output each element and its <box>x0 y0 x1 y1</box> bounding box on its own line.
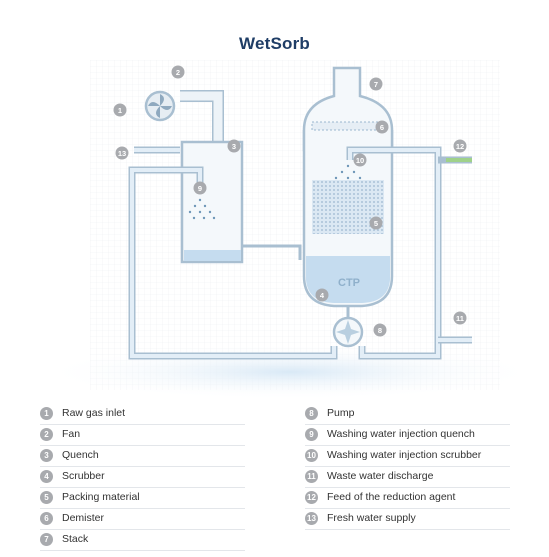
legend-item: 9 Washing water injection quench <box>305 425 510 446</box>
pump-impeller <box>336 320 360 344</box>
legend-number-badge: 11 <box>305 470 318 483</box>
legend-label: Fresh water supply <box>327 512 416 524</box>
circulation-pipe-inner <box>130 168 336 358</box>
svg-text:2: 2 <box>176 68 180 77</box>
legend-label: Washing water injection quench <box>327 428 475 440</box>
svg-text:12: 12 <box>456 142 464 151</box>
fan-blades <box>148 94 172 118</box>
marker-13: 13 <box>115 146 129 160</box>
legend-label: Quench <box>62 449 99 461</box>
legend-label: Fan <box>62 428 81 440</box>
legend: 1 Raw gas inlet 2 Fan 3 Quench 4 Scrubber 5 Packi… <box>40 404 510 552</box>
marker-7: 7 <box>369 77 383 91</box>
legend-number-badge: 4 <box>40 470 53 483</box>
legend-item: 13 Fresh water supply <box>305 509 510 530</box>
legend-number-badge: 3 <box>40 449 53 462</box>
svg-text:3: 3 <box>232 142 236 151</box>
legend-label: Raw gas inlet <box>62 407 126 419</box>
marker-3: 3 <box>227 139 241 153</box>
marker-1: 1 <box>113 103 127 117</box>
svg-text:13: 13 <box>118 149 126 158</box>
fan-icon <box>144 90 176 122</box>
marker-6: 6 <box>375 120 389 134</box>
sump-water <box>306 256 390 276</box>
legend-item: 4 Scrubber <box>40 467 245 488</box>
svg-text:8: 8 <box>378 326 382 335</box>
legend-number-badge: 1 <box>40 407 53 420</box>
legend-column-left: 1 Raw gas inlet 2 Fan 3 Quench 4 Scrubber 5 Packi… <box>40 404 245 551</box>
legend-item: 5 Packing material <box>40 488 245 509</box>
legend-item: 7 Stack <box>40 530 245 551</box>
marker-11: 11 <box>453 311 467 325</box>
marker-5: 5 <box>369 216 383 230</box>
legend-number-badge: 12 <box>305 491 318 504</box>
floor-glow <box>40 344 540 400</box>
quench-vessel <box>180 140 244 264</box>
marker-8: 8 <box>373 323 387 337</box>
legend-number-badge: 5 <box>40 491 53 504</box>
scrubber-spray <box>334 164 362 180</box>
ctp-logo: CTP <box>338 277 360 289</box>
recirculation-pipe-inner <box>348 148 440 358</box>
legend-label: Stack <box>62 533 89 545</box>
legend-item: 12 Feed of the reduction agent <box>305 488 510 509</box>
legend-label: Demister <box>62 512 105 524</box>
marker-10: 10 <box>353 153 367 167</box>
legend-number-badge: 9 <box>305 428 318 441</box>
legend-item: 1 Raw gas inlet <box>40 404 245 425</box>
svg-text:6: 6 <box>380 123 384 132</box>
legend-number-badge: 7 <box>40 533 53 546</box>
svg-text:11: 11 <box>456 314 464 323</box>
connecting-duct <box>242 244 302 260</box>
marker-9: 9 <box>193 181 207 195</box>
legend-label: Washing water injection scrubber <box>327 449 482 461</box>
legend-label: Scrubber <box>62 470 105 482</box>
quench-water <box>184 250 241 261</box>
marker-2: 2 <box>171 65 185 79</box>
legend-item: 3 Quench <box>40 446 245 467</box>
legend-item: 10 Washing water injection scrubber <box>305 446 510 467</box>
svg-text:4: 4 <box>320 291 325 300</box>
svg-text:7: 7 <box>374 80 378 89</box>
svg-text:1: 1 <box>118 106 122 115</box>
demister <box>311 121 385 131</box>
legend-label: Waste water discharge <box>327 470 434 482</box>
legend-number-badge: 8 <box>305 407 318 420</box>
marker-12: 12 <box>453 139 467 153</box>
legend-number-badge: 6 <box>40 512 53 525</box>
duct-inner <box>180 91 223 142</box>
legend-item: 6 Demister <box>40 509 245 530</box>
legend-label: Packing material <box>62 491 140 503</box>
marker-4: 4 <box>315 288 329 302</box>
legend-number-badge: 13 <box>305 512 318 525</box>
quench-spray <box>188 198 216 220</box>
legend-number-badge: 2 <box>40 428 53 441</box>
legend-item: 11 Waste water discharge <box>305 467 510 488</box>
legend-item: 8 Pump <box>305 404 510 425</box>
svg-text:10: 10 <box>356 156 364 165</box>
diagram-title: WetSorb <box>239 34 310 53</box>
legend-label: Feed of the reduction agent <box>327 491 456 503</box>
legend-number-badge: 10 <box>305 449 318 462</box>
svg-text:5: 5 <box>374 219 378 228</box>
legend-label: Pump <box>327 407 355 419</box>
legend-item: 2 Fan <box>40 425 245 446</box>
svg-text:9: 9 <box>198 184 202 193</box>
